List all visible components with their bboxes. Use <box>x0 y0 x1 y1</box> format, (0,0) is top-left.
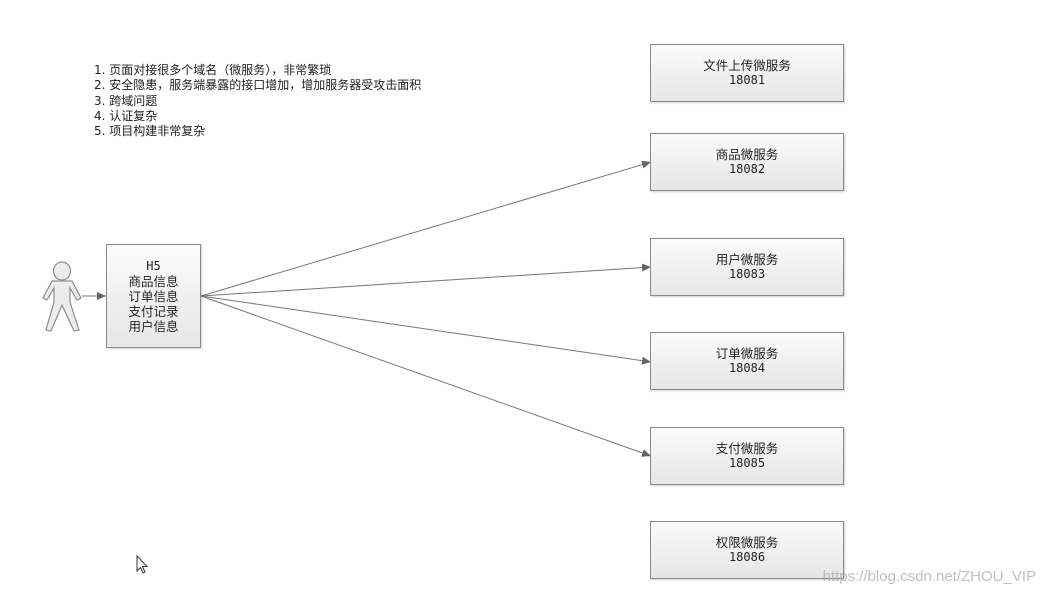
service-port: 18082 <box>728 162 766 176</box>
h5-title: H5 <box>146 258 161 273</box>
service-name: 商品微服务 <box>715 147 779 162</box>
watermark-text: https://blog.csdn.net/ZHOU_VIP <box>822 568 1036 585</box>
service-name: 文件上传微服务 <box>703 58 791 73</box>
arrow-to-product-service <box>200 160 652 297</box>
service-box-product[interactable]: 商品微服务 18082 <box>650 133 844 191</box>
service-box-order[interactable]: 订单微服务 18084 <box>650 332 844 390</box>
cursor-icon <box>136 554 149 574</box>
note-1: 1. 页面对接很多个域名（微服务），非常繁琐 <box>94 63 332 77</box>
problem-notes: 1. 页面对接很多个域名（微服务），非常繁琐 2. 安全隐患，服务端暴露的接口增… <box>94 63 421 139</box>
service-port: 18084 <box>728 361 766 375</box>
service-box-permission[interactable]: 权限微服务 18086 <box>650 521 844 579</box>
service-name: 支付微服务 <box>715 441 779 456</box>
service-port: 18085 <box>728 456 766 470</box>
arrow-to-payment-service <box>200 295 652 457</box>
note-3: 3. 跨域问题 <box>94 93 158 108</box>
arrow-to-user-service <box>200 263 652 297</box>
service-port: 18083 <box>728 267 766 281</box>
h5-item-order: 订单信息 <box>128 288 179 304</box>
service-port: 18081 <box>728 73 766 87</box>
h5-item-user: 用户信息 <box>128 318 179 334</box>
h5-item-payment: 支付记录 <box>128 303 179 319</box>
service-name: 用户微服务 <box>715 252 779 267</box>
user-icon <box>42 261 82 332</box>
note-2: 2. 安全隐患，服务端暴露的接口增加，增加服务器受攻击面积 <box>94 78 422 93</box>
service-box-payment[interactable]: 支付微服务 18085 <box>650 427 844 485</box>
note-4: 4. 认证复杂 <box>94 108 158 123</box>
service-name: 订单微服务 <box>715 346 779 361</box>
service-box-user[interactable]: 用户微服务 18083 <box>650 238 844 296</box>
h5-client-box[interactable]: H5 商品信息 订单信息 支付记录 用户信息 <box>106 244 201 348</box>
service-port: 18086 <box>728 550 766 564</box>
note-5: 5. 项目构建非常复杂 <box>94 124 206 139</box>
service-box-file-upload[interactable]: 文件上传微服务 18081 <box>650 44 844 102</box>
service-name: 权限微服务 <box>715 535 779 550</box>
h5-item-product: 商品信息 <box>128 273 179 289</box>
arrow-to-order-service <box>200 295 652 365</box>
